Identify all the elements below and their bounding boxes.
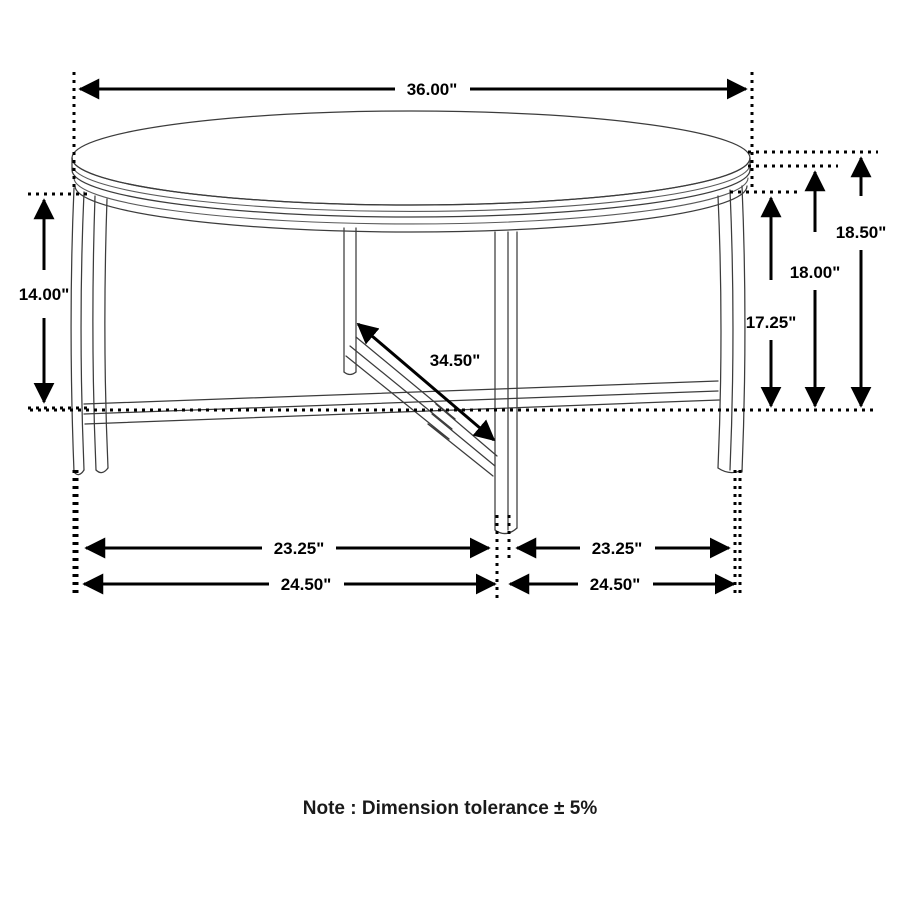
dim-label-right-middle: 18.00" <box>790 263 841 282</box>
table-top-rim-inner-line <box>72 167 750 212</box>
leg-right-outer <box>741 185 746 473</box>
table-legs <box>70 185 746 535</box>
dim-label-top-width: 36.00" <box>407 80 458 99</box>
dimension-top-width: 36.00" <box>72 72 754 190</box>
dimension-left-height: 14.00" <box>19 192 92 410</box>
table-top-rim-lower-line <box>73 177 749 225</box>
dim-label-right-inner: 17.25" <box>746 313 797 332</box>
leg-left-front-inner <box>104 198 109 469</box>
table-top <box>71 110 751 233</box>
table-top-rim-upper <box>71 157 751 206</box>
tolerance-note: Note : Dimension tolerance ± 5% <box>303 798 598 819</box>
dim-label-bottom-left-upper: 23.25" <box>274 539 325 558</box>
leg-right-inner <box>717 195 722 469</box>
dim-label-bottom-right-lower: 24.50" <box>590 575 641 594</box>
table-illustration <box>70 110 751 535</box>
dimension-right-inner: 17.25" <box>730 190 800 408</box>
leg-right-middle <box>729 189 734 471</box>
dim-label-diagonal: 34.50" <box>430 351 481 370</box>
dim-label-bottom-left-lower: 24.50" <box>281 575 332 594</box>
dimension-right-middle: 18.00" <box>748 164 841 408</box>
leg-left-front-foot <box>95 467 109 474</box>
dim-label-left-height: 14.00" <box>19 285 70 304</box>
dimension-bottom-lower-row: 24.50" 24.50" <box>72 470 742 598</box>
leg-left-outer-edge <box>70 187 75 473</box>
leg-left-outer-inner-edge <box>80 191 85 471</box>
dimension-diagonal-brace: 34.50" <box>356 322 496 442</box>
dim-label-right-outer: 18.50" <box>836 223 887 242</box>
dim-label-bottom-right-upper: 23.25" <box>592 539 643 558</box>
leg-back-left-foot <box>343 371 357 376</box>
leg-left-front-outer <box>92 195 97 471</box>
table-top-rim-band <box>71 157 751 218</box>
dim-arrow-diagonal <box>356 322 496 442</box>
table-top-underside-edge <box>74 185 748 233</box>
dimension-bottom-upper-row: 23.25" 23.25" <box>84 537 731 559</box>
